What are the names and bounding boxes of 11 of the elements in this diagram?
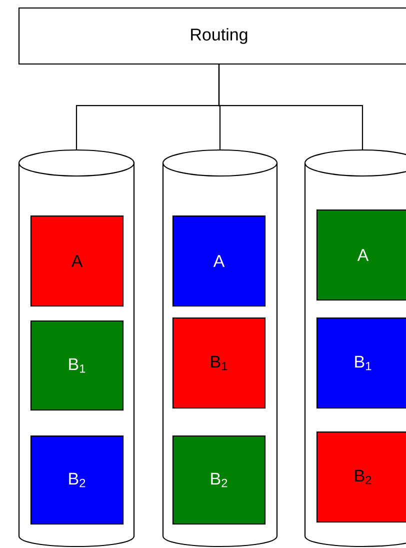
block-box: B$_{2}$ xyxy=(172,435,266,525)
block-box: B$_{1}$ xyxy=(30,320,124,411)
block-box: A xyxy=(172,215,266,307)
block-box: A xyxy=(30,215,124,307)
block-box: B$_{1}$ xyxy=(172,317,266,409)
block-box: B$_{1}$ xyxy=(316,317,406,409)
block-box: A xyxy=(316,209,406,301)
routing-box: Routing xyxy=(18,7,406,65)
block-box: B$_{2}$ xyxy=(316,431,406,523)
connector-line xyxy=(218,64,364,150)
block-box: B$_{2}$ xyxy=(30,435,124,525)
